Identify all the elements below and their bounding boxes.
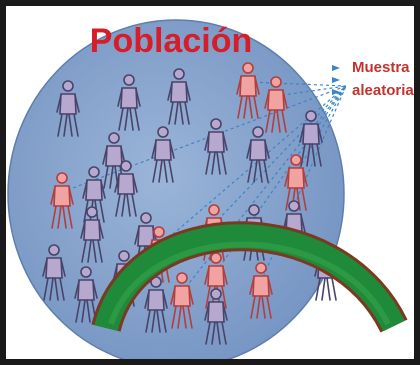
person-figure (102, 132, 126, 189)
arrowhead-icon (332, 77, 340, 83)
selected-person-figure (204, 252, 228, 309)
sampling-line (61, 85, 347, 193)
population-title: Población (90, 22, 252, 60)
person-figure (144, 276, 168, 333)
sampling-line (213, 85, 347, 225)
person-figure (42, 244, 66, 301)
sample-label-line1: Muestra (352, 59, 410, 76)
curved-arrow-highlight (108, 241, 391, 326)
person-figure (56, 80, 80, 137)
person-figure (204, 118, 228, 175)
person-figure (117, 74, 141, 131)
selected-person-figure (170, 272, 194, 329)
sampling-line (247, 81, 347, 87)
sampling-line (295, 85, 347, 175)
population-sample-diagram: Población Muestra aleatoria (7, 19, 414, 359)
selected-person-figure (249, 262, 273, 319)
diagram-canvas: Población Muestra aleatoria (6, 6, 414, 359)
person-figure (204, 288, 228, 345)
arrowhead-icon (332, 65, 340, 71)
person-figure (80, 206, 104, 263)
selected-person-figure (50, 172, 74, 229)
person-figure (299, 110, 323, 167)
person-figure (114, 160, 138, 217)
person-figure (167, 68, 191, 125)
person-figure (151, 126, 175, 183)
person-figure (246, 126, 270, 183)
curved-arrow (94, 224, 405, 332)
population-circle (7, 19, 345, 359)
person-figure (74, 266, 98, 323)
selected-person-figure (236, 62, 260, 119)
sample-label-line2: aleatoria (352, 82, 414, 99)
selected-person-figure (264, 76, 288, 133)
arrowhead-icon (332, 89, 340, 95)
selected-person-figure (284, 154, 308, 211)
person-figure (82, 166, 106, 223)
sampling-line (181, 85, 347, 293)
